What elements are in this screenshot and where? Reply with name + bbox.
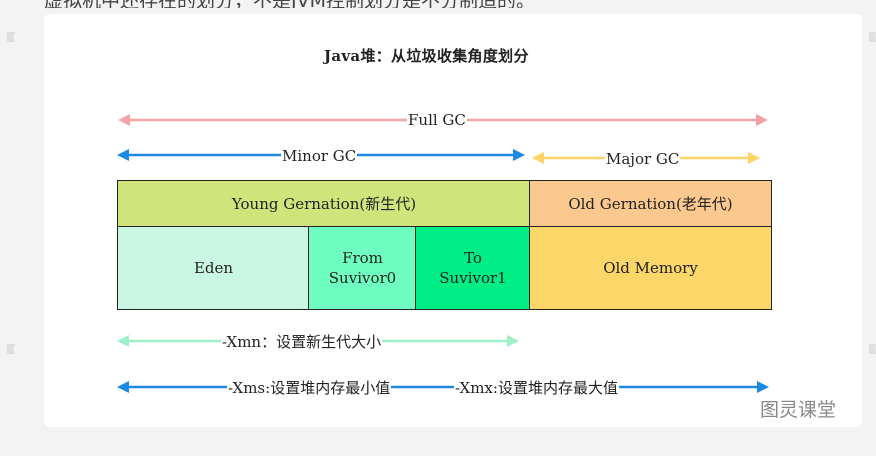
from-label: From	[342, 249, 383, 267]
major-gc-label: Major GC	[605, 150, 681, 168]
pin-icon	[869, 344, 876, 354]
to-label: To	[464, 249, 482, 267]
eden-region: Eden	[117, 226, 310, 310]
watermark-logo: 图灵课堂	[760, 399, 837, 421]
xms-xmx-arrow	[117, 381, 769, 393]
full-gc-label: Full GC	[407, 111, 467, 129]
old-memory-region: Old Memory	[529, 226, 772, 310]
pin-icon	[7, 344, 15, 354]
to-survivor-region: To Suvivor1	[415, 226, 531, 310]
survivor0-label: Suvivor0	[328, 269, 397, 287]
xms-label: -Xms:设置堆内存最小值	[227, 379, 392, 397]
background-top-text: 虚拟机中还存在的划分，不是JVM控制划分是不分制造的。	[44, 0, 844, 8]
survivor1-label: Suvivor1	[439, 269, 507, 287]
young-generation-region: Young Gernation(新生代)	[117, 180, 531, 228]
xmx-label: -Xmx:设置堆内存最大值	[454, 379, 619, 397]
xmn-label: -Xmn：设置新生代大小	[221, 333, 383, 351]
diagram-title: Java堆：从垃圾收集角度划分	[324, 47, 529, 65]
pin-icon	[7, 32, 15, 42]
from-survivor-region: From Suvivor0	[308, 226, 417, 310]
old-generation-region: Old Gernation(老年代)	[529, 180, 772, 228]
pin-icon	[869, 32, 876, 42]
minor-gc-label: Minor GC	[281, 147, 358, 165]
